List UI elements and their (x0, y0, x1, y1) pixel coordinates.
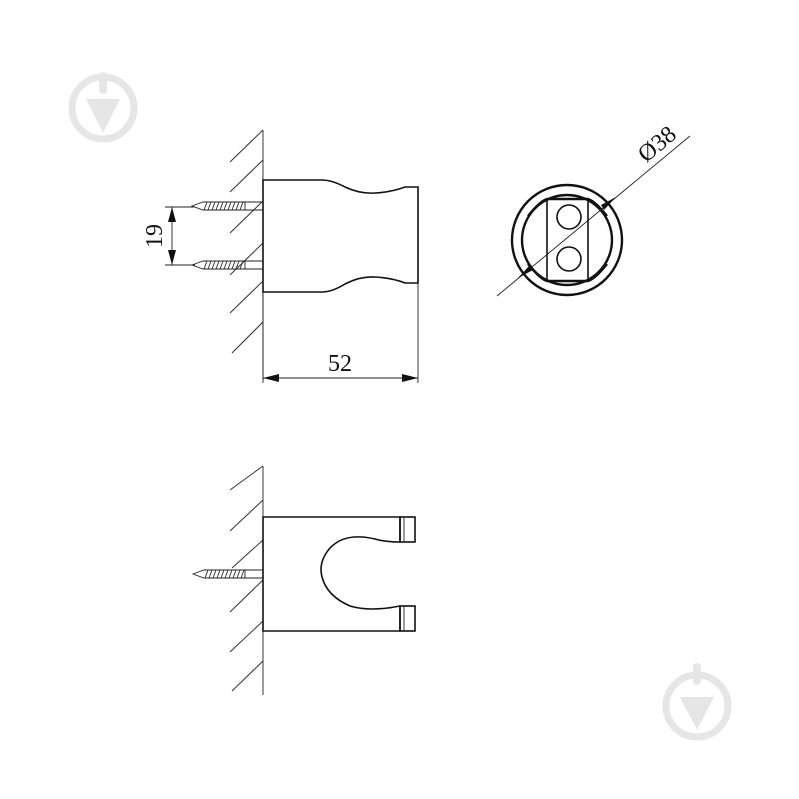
outer-ring (510, 183, 624, 297)
clip-body-profile (262, 516, 401, 632)
dimension-length: 52 (262, 283, 419, 383)
side-view: 19 52 (142, 129, 419, 383)
screw (191, 569, 263, 579)
inner-ring (520, 193, 614, 287)
dimension-screw-spacing: 19 (142, 206, 195, 266)
diameter-label: Ø38 (633, 121, 681, 167)
screw-hole-upper (556, 204, 582, 230)
wall-hatching (229, 465, 264, 692)
screw-hole-lower (556, 246, 582, 272)
wall-hatching (229, 129, 264, 354)
holder-body-profile (262, 179, 419, 293)
watermark-logo-top-left (68, 72, 138, 143)
clip-tip-lower (399, 605, 416, 632)
end-view: Ø38 (496, 121, 691, 297)
watermark-logo-bottom-right (662, 663, 732, 741)
screw-lower (190, 260, 263, 270)
screw-spacing-label: 19 (142, 224, 168, 248)
screw-upper (190, 201, 263, 211)
length-label: 52 (328, 351, 352, 377)
dimension-diameter: Ø38 (496, 121, 691, 297)
clip-tip-upper (399, 516, 416, 543)
top-view (191, 465, 416, 695)
